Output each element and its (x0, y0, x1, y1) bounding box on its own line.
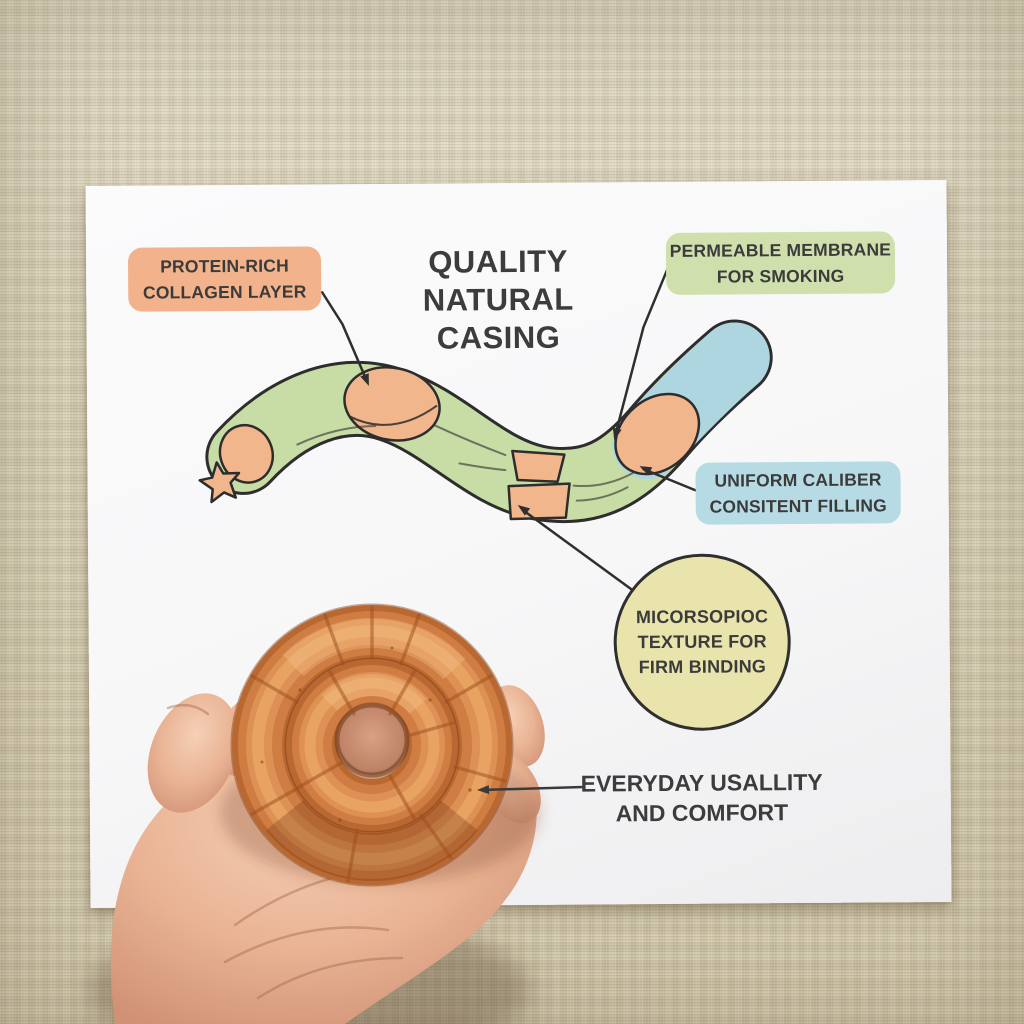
arrow-line-membrane (613, 268, 669, 437)
infographic-poster: PROTEIN-RICH COLLAGEN LAYER QUALITY NATU… (85, 180, 952, 908)
arrowheads (360, 373, 653, 516)
sausage-creases (250, 606, 507, 883)
casing-star-tie (198, 461, 241, 504)
coil-center-hole (337, 705, 407, 775)
tube-end-cap (218, 423, 274, 484)
sausage-coil (230, 603, 514, 887)
thumb (147, 693, 239, 813)
arrow-line-caliber (642, 467, 698, 493)
arrow-usability (477, 785, 585, 795)
segment-caliber-ellipse (614, 392, 701, 476)
arrow-line-collagen (320, 291, 369, 383)
casing-diagram (198, 268, 773, 591)
tube-texture-lines (296, 424, 634, 502)
leader-lines (320, 268, 698, 591)
segment-collagen-inner-line (348, 404, 438, 426)
segment-band-upper (511, 449, 566, 483)
sausage-speckles (260, 646, 472, 822)
arrow-line-texture (521, 508, 633, 591)
